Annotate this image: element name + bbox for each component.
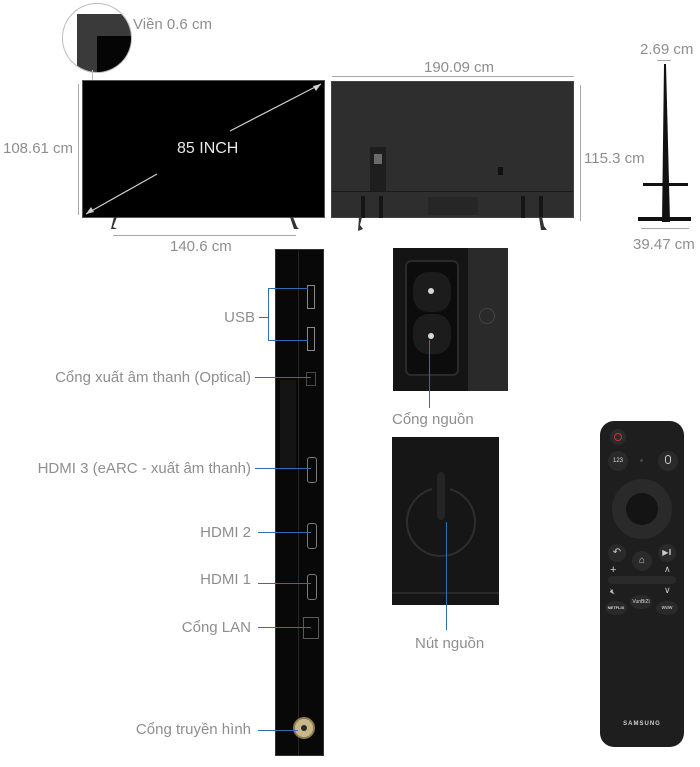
depth-dim-line [657, 60, 671, 61]
hdmi2-label: HDMI 2 [200, 524, 251, 541]
hdmi1-callout-line [258, 583, 311, 584]
depth-label: 2.69 cm [640, 41, 694, 58]
remote-netflix-button[interactable]: NETFLIX [605, 601, 627, 615]
usb-label: USB [224, 309, 255, 326]
usb-callout-top [268, 288, 308, 289]
hdmi2-callout-line [258, 532, 311, 533]
lan-callout-line [258, 627, 311, 628]
ports-strip [275, 249, 324, 756]
remote-mute-icon[interactable]: 🔇︎ [610, 587, 616, 596]
remote-www-button[interactable]: www [656, 601, 678, 615]
remote-rakuten-button[interactable]: VunBiZi [630, 595, 652, 609]
stand-width-dim-line [113, 235, 296, 236]
lan-port [303, 617, 319, 639]
remote-body: 123 ↶ ⌂ ▶‖ + ∧ 🔇︎ ∨ VunBiZi NETFLIX www … [600, 421, 684, 747]
back-width-label: 190.09 cm [424, 59, 495, 76]
usb-callout-bottom [268, 340, 308, 341]
hdmi1-label: HDMI 1 [200, 571, 251, 588]
remote-ok-button[interactable] [626, 493, 658, 525]
remote-dpad[interactable] [612, 479, 672, 539]
hdmi2-port [307, 523, 317, 549]
power-port-label: Cổng nguồn [392, 411, 474, 428]
front-height-dim-line [78, 84, 79, 215]
remote-brand-logo: SAMSUNG [623, 721, 661, 727]
front-stand-feet [111, 217, 299, 229]
bezel-label: Viền 0.6 cm [133, 16, 212, 33]
hdmi3-port [307, 457, 317, 483]
hdmi1-port [307, 574, 317, 600]
front-height-label: 108.61 cm [3, 140, 74, 157]
lan-label: Cổng LAN [181, 619, 251, 636]
remote-play-pause-button[interactable]: ▶‖ [658, 544, 676, 562]
back-power-area [498, 167, 503, 175]
power-button-label: Nút nguồn [415, 635, 485, 652]
usb-callout-line [259, 317, 268, 318]
antenna-port [293, 717, 315, 739]
antenna-callout-line [258, 730, 298, 731]
usb-port-1 [307, 285, 315, 309]
remote-channel-down-icon[interactable]: ∨ [664, 585, 671, 595]
remote-numpad-button[interactable]: 123 [608, 451, 628, 471]
diagonal-arrow-icon [85, 83, 322, 215]
usb-port-2 [307, 327, 315, 351]
bezel-zoom-circle [62, 3, 132, 73]
side-profile [638, 64, 691, 222]
antenna-label: Cổng truyền hình [135, 721, 251, 738]
remote-power-button[interactable] [610, 429, 626, 445]
back-width-dim-line [332, 76, 574, 77]
power-port-photo [393, 248, 508, 391]
stand-width-label: 140.6 cm [170, 238, 232, 255]
power-port-callout-line [429, 340, 430, 408]
remote-back-button[interactable]: ↶ [608, 544, 626, 562]
power-button-callout-line [446, 522, 447, 630]
remote-volume-up-icon[interactable]: + [610, 564, 617, 576]
remote-home-button[interactable]: ⌂ [632, 551, 652, 571]
back-height-dim-line [580, 85, 581, 221]
hdmi3-label: HDMI 3 (eARC - xuất âm thanh) [37, 460, 251, 477]
hdmi3-callout-line [255, 468, 311, 469]
remote-mic-dot [640, 459, 643, 462]
remote-voice-button[interactable] [658, 451, 678, 471]
remote-channel-up-icon[interactable]: ∧ [664, 564, 671, 574]
tv-back-panel [331, 81, 574, 218]
bezel-pointer [92, 70, 93, 82]
optical-callout-line [255, 377, 311, 378]
optical-port [306, 372, 316, 386]
power-button-photo [392, 437, 499, 605]
back-stand-feet [358, 217, 547, 231]
base-depth-label: 39.47 cm [633, 236, 695, 253]
remote-rocker[interactable] [608, 576, 676, 584]
diagonal-label: 85 INCH [177, 140, 239, 157]
back-height-label: 115.3 cm [584, 150, 645, 167]
base-depth-dim-line [641, 228, 689, 229]
usb-callout-bracket [268, 288, 269, 341]
optical-label: Cổng xuất âm thanh (Optical) [55, 369, 251, 386]
